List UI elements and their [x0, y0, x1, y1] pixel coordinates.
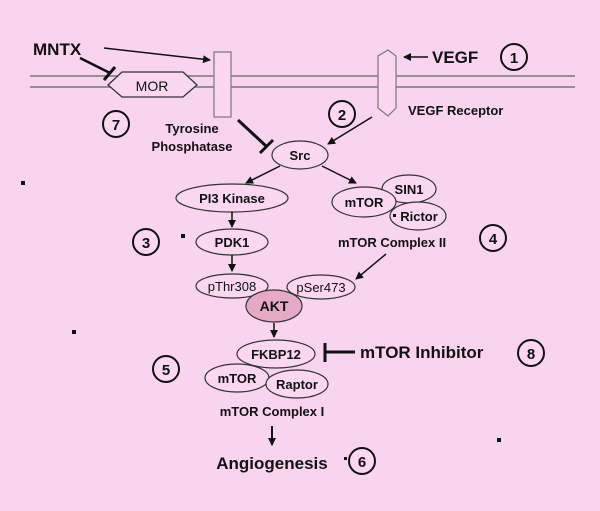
step-badge: 4: [479, 224, 507, 252]
step-badge: 5: [152, 355, 180, 383]
step-badge: 1: [500, 43, 528, 71]
step-badge: 2: [328, 100, 356, 128]
step-badge: 8: [517, 339, 545, 367]
src-to-mtorc2-arrow: [321, 165, 357, 184]
svg-text:7: 7: [112, 117, 120, 134]
mtor-c2-node: [331, 186, 397, 218]
tyrosine-phosphatase-label-line1: Tyrosine: [165, 121, 218, 136]
svg-text:8: 8: [527, 346, 535, 363]
angiogenesis-label: Angiogenesis: [216, 454, 327, 473]
svg-text:6: 6: [358, 454, 366, 471]
pi3-kinase-label: PI3 Kinase: [199, 191, 265, 206]
pser473-node: [286, 274, 356, 300]
src-to-pi3k-arrow: [245, 165, 281, 184]
mtor-inhibitor-label: mTOR Inhibitor: [360, 343, 484, 362]
src-label: Src: [290, 148, 311, 163]
pdk1-label: PDK1: [215, 235, 250, 250]
svg-text:1: 1: [510, 50, 518, 67]
mtor-c1-label: mTOR: [218, 371, 257, 386]
raptor-node: [265, 369, 329, 399]
src-node: [271, 140, 329, 170]
pthr308-node: [195, 273, 269, 299]
vegf-receptor-shape: [377, 49, 397, 117]
svg-text:2: 2: [338, 107, 346, 124]
mntx-to-phosphatase-arrow: [103, 47, 211, 64]
tyrosine-phosphatase-box: [213, 51, 232, 118]
vegf-label: VEGF: [432, 48, 478, 67]
mtor-complex-2-label: mTOR Complex II: [338, 235, 446, 250]
phosphatase-inhibit-src-line: [236, 118, 268, 148]
pser473-label: pSer473: [296, 280, 345, 295]
vegf-receptor-label: VEGF Receptor: [408, 103, 503, 118]
mtor-c2-label: mTOR: [345, 195, 384, 210]
stray-dots: [21, 181, 501, 460]
rictor-node: [389, 201, 447, 231]
fkbp12-label: FKBP12: [251, 347, 301, 362]
pthr308-label: pThr308: [208, 279, 256, 294]
mntx-label: MNTX: [33, 40, 82, 59]
mntx-inhibit-mor-line: [79, 56, 111, 75]
step-badge: 3: [132, 228, 160, 256]
mntx-inhibit-mor-bar: [102, 66, 117, 81]
mtor-complex-1-label: mTOR Complex I: [220, 404, 325, 419]
svg-text:3: 3: [142, 235, 150, 252]
mor-hexagon: [107, 71, 198, 98]
raptor-label: Raptor: [276, 377, 318, 392]
sin1-label: SIN1: [395, 182, 424, 197]
rictor-label: Rictor: [400, 209, 438, 224]
svg-text:5: 5: [162, 362, 170, 379]
fkbp12-node: [236, 339, 316, 369]
step-badge: 7: [102, 110, 130, 138]
step-badge: 6: [348, 447, 376, 475]
akt-node: [245, 289, 303, 323]
svg-text:4: 4: [489, 231, 498, 248]
mor-label: MOR: [136, 78, 169, 94]
mtorc2-to-pser473-arrow: [355, 253, 387, 280]
akt-label: AKT: [260, 298, 289, 314]
receptor-to-src-arrow: [327, 116, 373, 145]
phosphatase-inhibit-src-bar: [258, 138, 275, 155]
tyrosine-phosphatase-label-line2: Phosphatase: [152, 139, 233, 154]
